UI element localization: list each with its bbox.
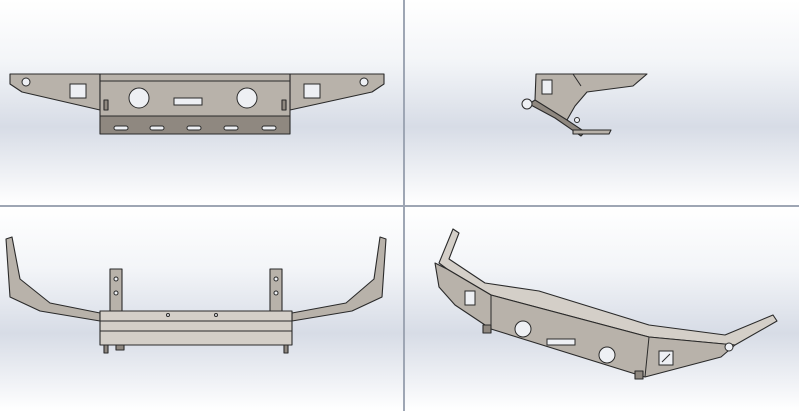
bumper-top-view	[5, 236, 387, 354]
bumper-isometric-view	[434, 228, 778, 380]
bumper-front-view	[9, 73, 385, 135]
viewport-front[interactable]	[0, 0, 403, 205]
bumper-side-view	[521, 73, 648, 137]
viewport-isometric[interactable]	[405, 207, 799, 411]
viewport-divider-horizontal[interactable]	[0, 205, 799, 207]
viewport-top[interactable]	[0, 207, 403, 411]
viewport-right[interactable]	[405, 0, 799, 205]
